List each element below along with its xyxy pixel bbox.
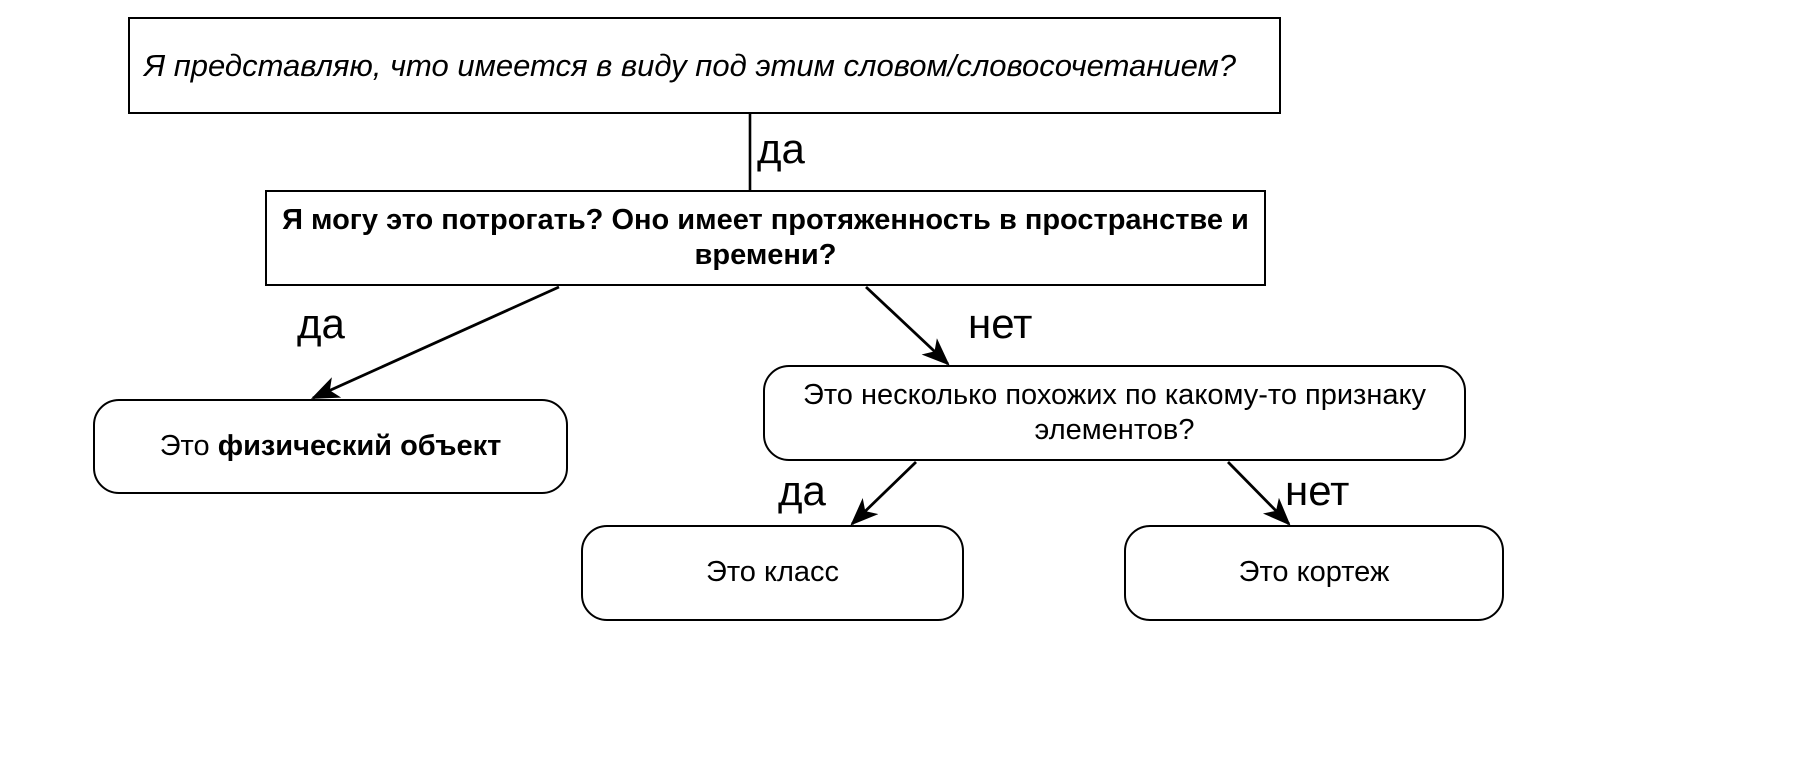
node-physical-object-emphasis: физический объект [217,429,502,462]
edge-several-to-class [850,460,917,526]
node-several-question[interactable]: Это несколько похожих по какому-то призн… [763,365,1466,461]
node-touch-question[interactable]: Я могу это потрогать? Оно имеет протяжен… [265,190,1266,286]
edge-label-several-to-class: да [778,467,826,514]
edge-touch-to-several [865,285,950,366]
edge-label-several-to-tuple: нет [1285,467,1350,514]
node-class-result-label: Это класс [705,556,840,589]
node-class-result[interactable]: Это класс [581,525,964,621]
edge-several-to-tuple [1227,461,1291,526]
node-physical-object-prefix: Это [159,429,218,462]
node-physical-object-label: Это физический объект [160,429,502,464]
node-tuple-result-label: Это кортеж [1238,556,1390,589]
edge-touch-to-physical [310,285,560,400]
node-tuple-result[interactable]: Это кортеж [1124,525,1504,621]
edge-label-touch-to-physical: да [297,300,345,347]
node-root-question[interactable]: Я представляю, что имеется в виду под эт… [128,17,1281,114]
node-touch-question-label: Я могу это потрогать? Оно имеет протяжен… [282,203,1249,271]
node-root-question-label: Я представляю, что имеется в виду под эт… [144,47,1236,83]
node-several-question-label: Это несколько похожих по какому-то призн… [802,378,1427,446]
node-physical-object[interactable]: Это физический объект [93,399,568,494]
edge-label-root-to-touch: да [757,125,805,172]
edge-label-touch-to-several: нет [968,300,1033,347]
